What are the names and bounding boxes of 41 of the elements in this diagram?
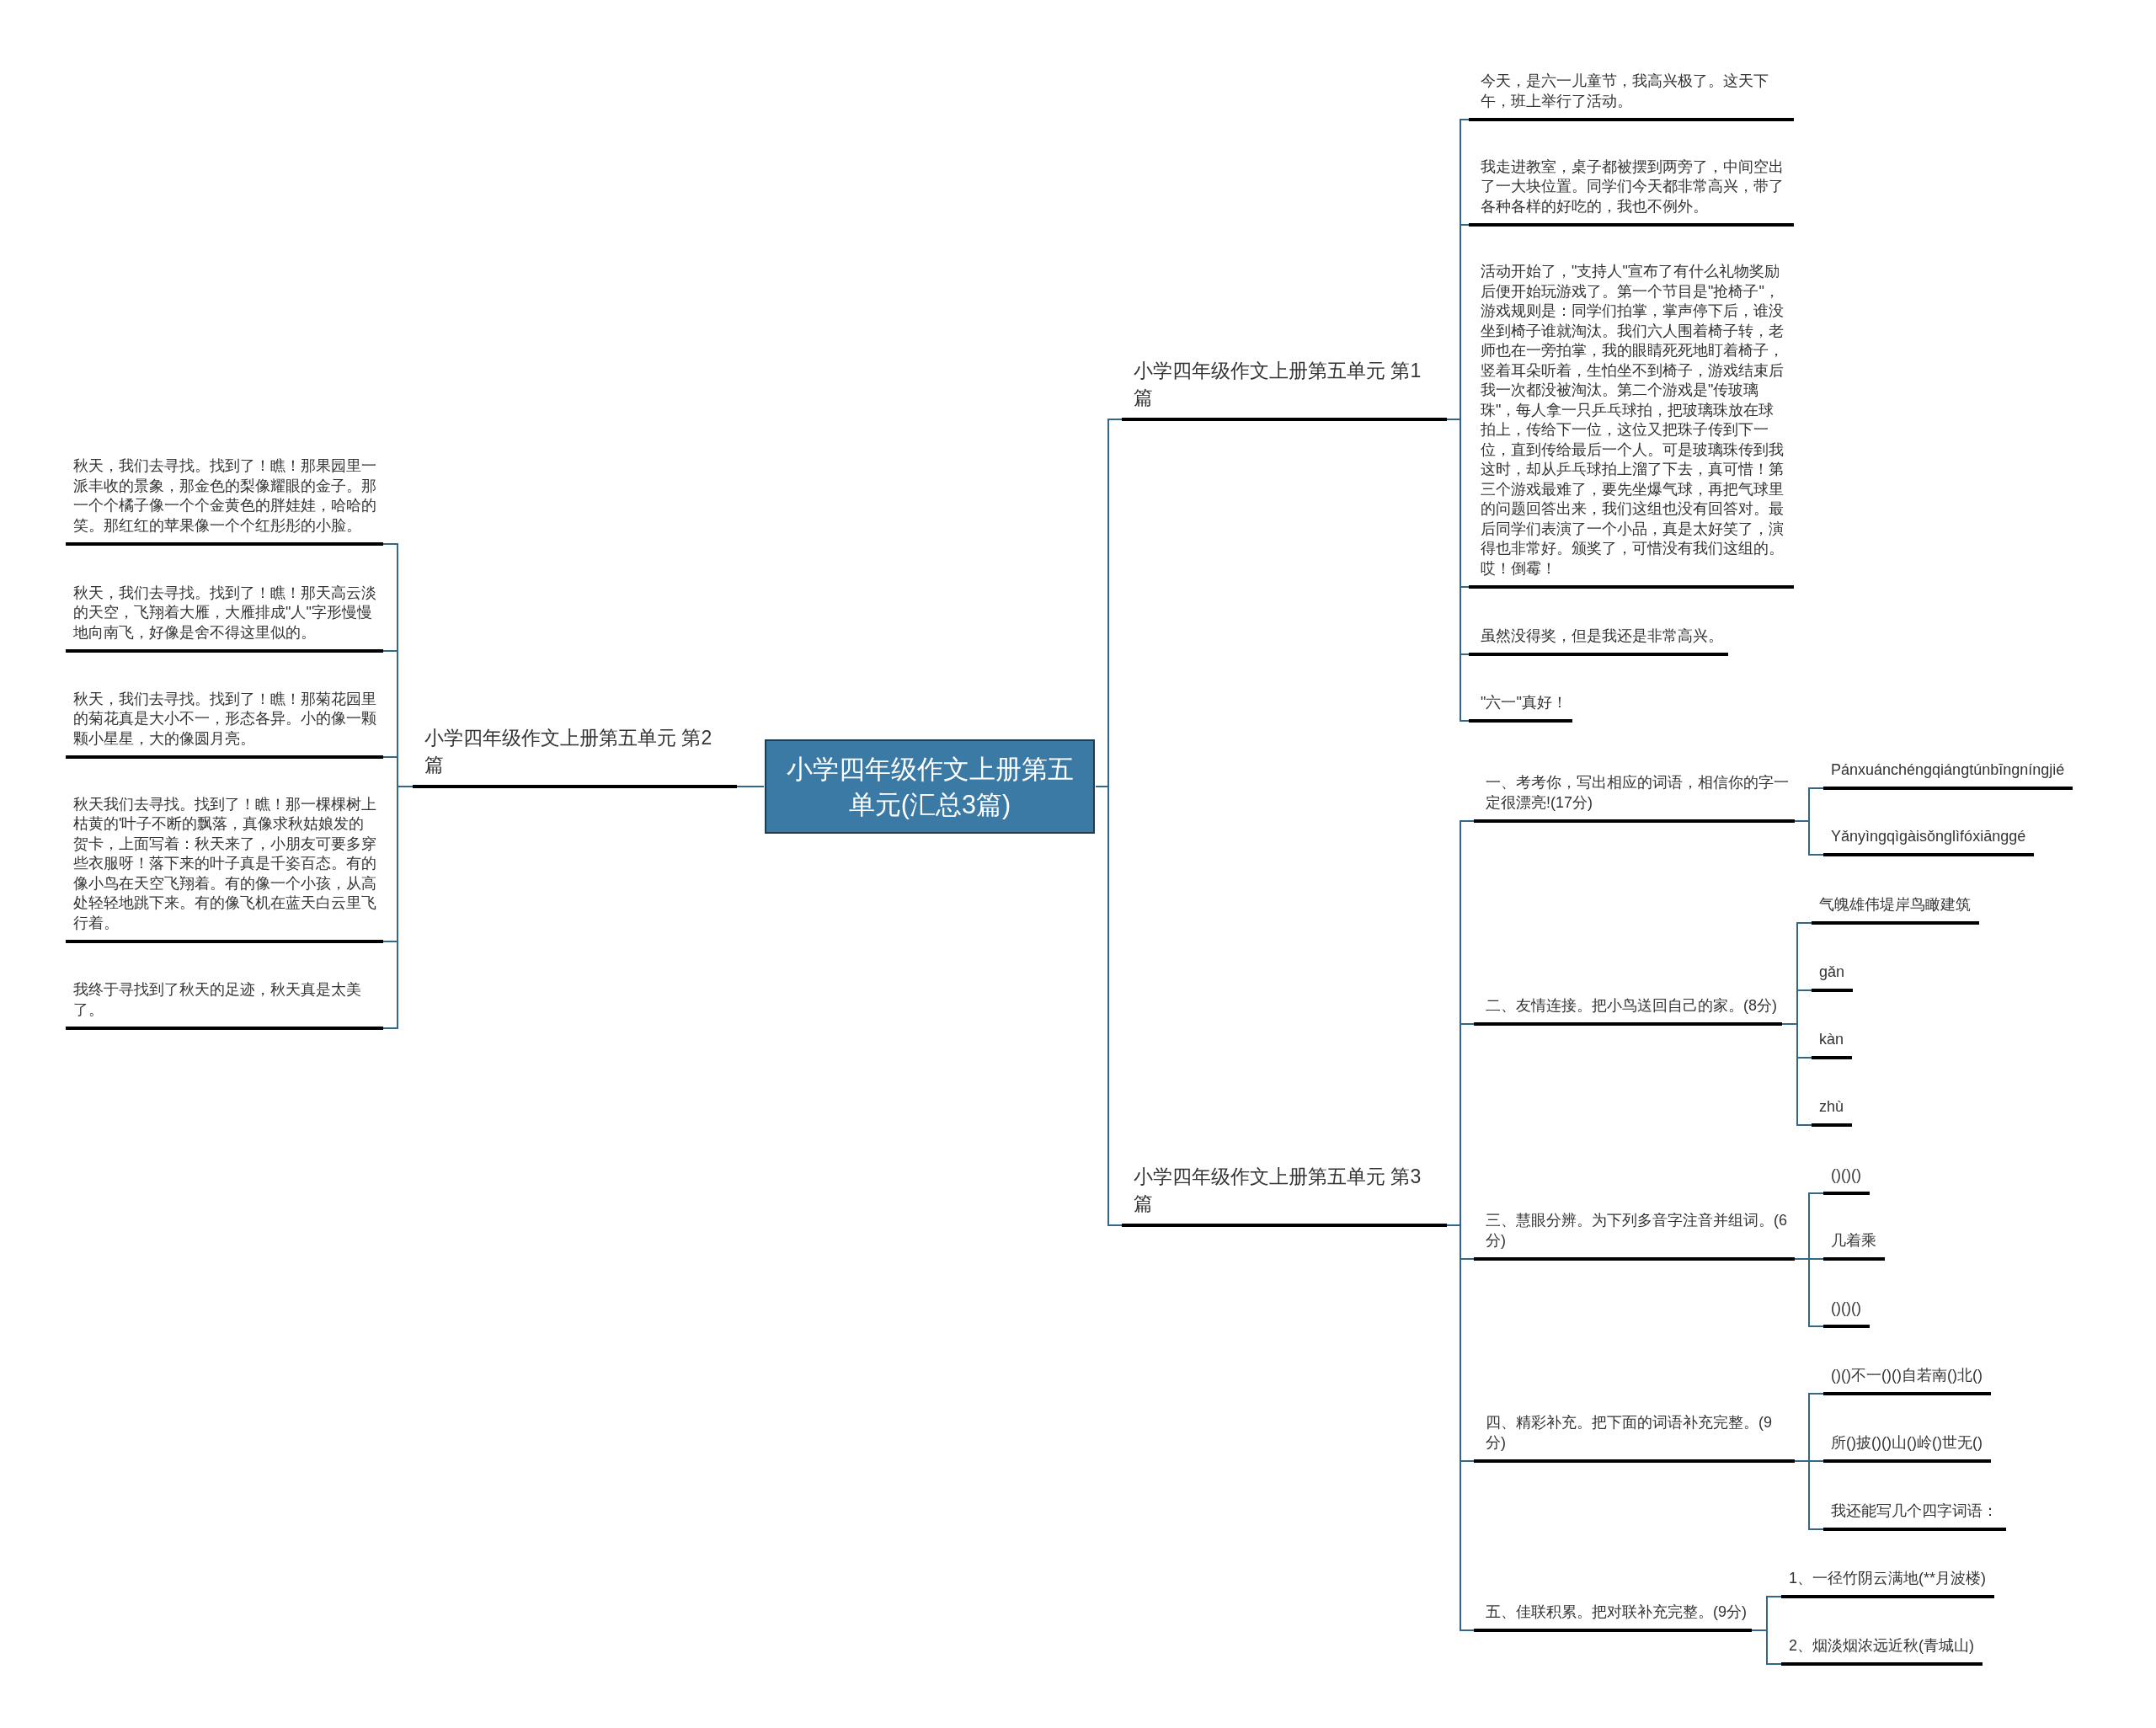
main-topic: 小学四年级作文上册第五单元 第1篇 (1122, 354, 1447, 421)
connector-line (1794, 1258, 1824, 1327)
main-topic: 小学四年级作文上册第五单元 第2篇 (413, 721, 737, 788)
subtopic: 一、考考你，写出相应的词语，相信你的字一定很漂亮!(17分) (1474, 768, 1795, 823)
subtopic: 秋天，我们去寻找。找到了！瞧！那果园里一派丰收的景象，那金色的梨像耀眼的金子。那一个个橘子像一个个金黄色的胖娃娃，哈哈的笑。那红红的苹果像一个个红彤彤的小脸。 (66, 451, 383, 546)
leaf-topic: ()()() (1823, 1294, 1870, 1328)
subtopic: 五、佳联积累。把对联补充完整。(9分) (1474, 1597, 1752, 1632)
leaf-topic: gǎn (1812, 958, 1854, 992)
connector-line (1446, 1224, 1475, 1631)
leaf-topic: ()()() (1823, 1161, 1870, 1195)
subtopic: 活动开始了，"支持人"宣布了有什么礼物奖励后便开始玩游戏了。第一个节目是"抢椅子"，游戏规则是：同学们拍掌，掌声停下后，谁没坐到椅子谁就淘汰。我们六人围着椅子转，老师也在一旁拍掌，我的眼睛死死地盯着椅子，竖着耳朵听着，生怕坐不到椅子，游戏结束后我一次都没被淘汰。第二个游戏是"传玻璃珠"，每人拿一只乒乓球拍，把玻璃珠放在球拍上，传给下一位，这位又把珠子传到下一位，直到传给最后一个人。可是玻璃珠传到我这时，却从乒乓球拍上溜了下去，真可惜！第三个游戏最难了，要先坐爆气球，再把气球里的问题回答出来，我们这组也没有回答对。最后同学们表演了一个小品，真是太好笑了，演得也非常好。颁奖了，可惜没有我们这组的。哎！倒霉！ (1469, 257, 1794, 589)
connector-line (1751, 1629, 1782, 1665)
subtopic: 秋天，我们去寻找。找到了！瞧！那天高云淡的天空，飞翔着大雁，大雁排成"人"字形慢慢地向南飞，好像是舍不得这里似的。 (66, 578, 383, 653)
subtopic: 秋天，我们去寻找。找到了！瞧！那菊花园里的菊花真是大小不一，形态各异。小的像一颗颗小星星，大的像圆月亮。 (66, 684, 383, 759)
connector-line (736, 786, 765, 787)
leaf-topic: 所()披()()山()岭()世无() (1823, 1429, 1991, 1463)
main-topic: 小学四年级作文上册第五单元 第3篇 (1122, 1160, 1447, 1227)
leaf-topic: Pánxuánchéngqiángtúnbīngníngjié (1823, 756, 2073, 790)
subtopic: "六一"真好！ (1469, 687, 1572, 723)
subtopic: 四、精彩补充。把下面的词语补充完整。(9分) (1474, 1408, 1795, 1463)
leaf-topic: 气魄雄伟堤岸鸟瞰建筑 (1812, 891, 1979, 925)
subtopic: 三、慧眼分辨。为下列多音字注音并组词。(6分) (1474, 1206, 1795, 1261)
leaf-topic: kàn (1812, 1026, 1853, 1059)
subtopic: 虽然没得奖，但是我还是非常高兴。 (1469, 621, 1728, 656)
subtopic: 秋天我们去寻找。找到了！瞧！那一棵棵树上枯黄的'叶子不断的飘落，真像求秋姑娘发的贺卡，上面写着：秋天来了，小朋友可要多穿些衣服呀！落下来的叶子真是千姿百态。有的像小鸟在天空飞翔着。有的像一个小孩，从高处轻轻地跳下来。有的像飞机在蓝天白云里飞行着。 (66, 789, 383, 943)
subtopic: 我终于寻找到了秋天的足迹，秋天真是太美了。 (66, 975, 383, 1030)
subtopic: 我走进教室，桌子都被摆到两旁了，中间空出了一大块位置。同学们今天都非常高兴，带了各种各样的好吃的，我也不例外。 (1469, 152, 1794, 227)
leaf-topic: 几着乘 (1823, 1227, 1885, 1261)
leaf-topic: 2、烟淡烟浓远近秋(青城山) (1781, 1632, 1983, 1666)
leaf-topic: 1、一径竹阴云满地(**月波楼) (1781, 1565, 1994, 1598)
connector-line (1794, 1460, 1824, 1530)
subtopic: 今天，是六一儿童节，我高兴极了。这天下午，班上举行了活动。 (1469, 67, 1794, 121)
connector-line (1446, 419, 1470, 722)
connector-line (382, 786, 414, 1029)
subtopic: 二、友情连接。把小鸟送回自己的家。(8分) (1474, 990, 1782, 1026)
central-topic-box: 小学四年级作文上册第五单元(汇总3篇) (765, 739, 1095, 834)
leaf-topic: ()()不一()()自若南()北() (1823, 1362, 1991, 1395)
leaf-topic: zhù (1812, 1093, 1853, 1127)
leaf-topic: Yǎnyìngqìgàisǒnglìfóxiānggé (1823, 823, 2035, 856)
leaf-topic: 我还能写几个四字词语： (1823, 1497, 2006, 1531)
connector-line (1781, 1023, 1812, 1126)
